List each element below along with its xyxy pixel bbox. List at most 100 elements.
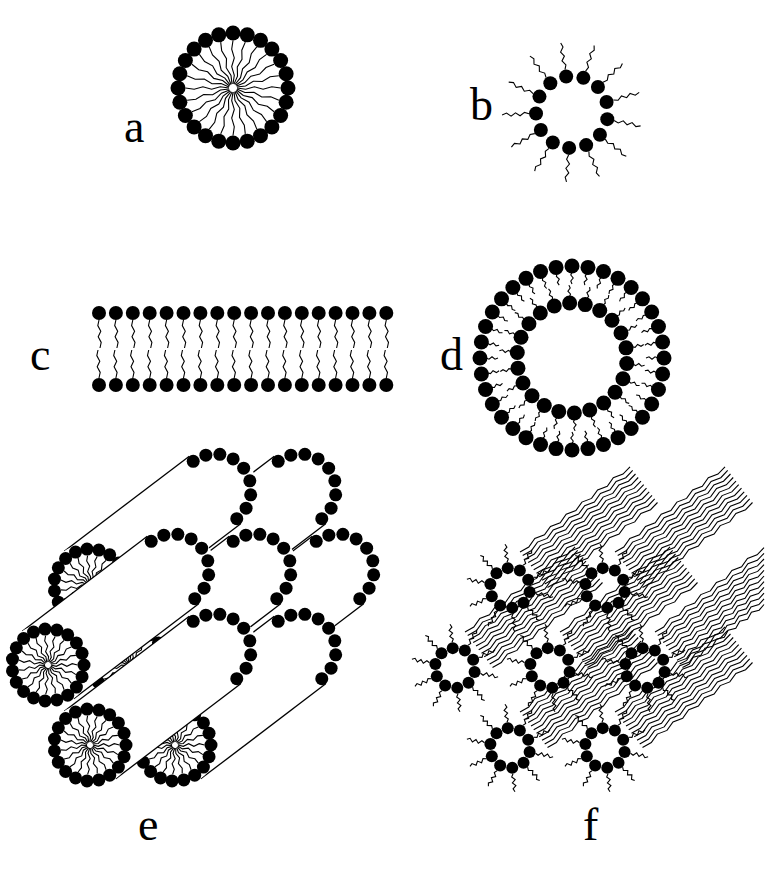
tail-line: [351, 320, 354, 348]
tail-line: [557, 431, 560, 443]
head-dot: [591, 80, 605, 94]
head-dot: [534, 679, 546, 691]
head-dot: [565, 259, 580, 274]
tail-line: [172, 748, 175, 774]
head-dot: [92, 773, 105, 786]
tail-line: [493, 583, 603, 668]
head-dot: [657, 654, 669, 666]
head-dot: [211, 134, 226, 149]
tail-line: [549, 289, 553, 300]
tail-line: [629, 406, 638, 414]
tail-line: [554, 417, 557, 429]
reverse-cylinder: [602, 548, 764, 712]
tail-line: [87, 748, 90, 774]
head-dot: [187, 615, 200, 628]
head-dot: [227, 306, 241, 320]
head-dot: [244, 378, 258, 392]
tail-line: [479, 650, 495, 658]
head-dot: [230, 512, 243, 525]
tail-line: [97, 350, 100, 378]
tail-line: [680, 599, 764, 664]
head-dot: [494, 759, 506, 771]
head-dot: [145, 535, 158, 548]
tail-line: [683, 605, 765, 668]
head-dot: [579, 738, 591, 750]
tail-line: [249, 350, 252, 378]
head-dot: [485, 397, 500, 412]
head-dot: [187, 455, 200, 468]
tail-line: [597, 428, 601, 439]
tail-line: [70, 723, 88, 743]
head-dot: [329, 378, 343, 392]
head-dot: [213, 608, 226, 621]
tail-line: [87, 556, 91, 582]
tail-line: [592, 416, 596, 427]
tail-line: [506, 303, 515, 311]
tail-line: [561, 43, 566, 70]
tail-line: [523, 710, 532, 726]
tail-line: [582, 575, 692, 660]
head-dot: [580, 260, 595, 275]
head-dot: [81, 543, 94, 556]
head-dot: [522, 734, 534, 746]
head-dot: [580, 441, 595, 456]
tail-line: [645, 342, 657, 345]
tail-line: [512, 774, 516, 792]
tail-line: [284, 320, 287, 348]
tail-line: [584, 273, 587, 285]
head-dot: [649, 645, 661, 657]
head-dot: [360, 542, 373, 555]
head-dot: [50, 693, 63, 706]
tail-line: [176, 748, 183, 774]
tail-line: [498, 315, 508, 321]
tail-line: [642, 383, 653, 387]
head-dot: [549, 260, 564, 275]
head-dot: [596, 395, 611, 410]
head-dot: [240, 27, 255, 42]
tail-line: [632, 488, 742, 573]
tail-line: [599, 704, 603, 722]
tail-line: [19, 665, 45, 670]
head-dot: [585, 727, 597, 739]
head-dot: [202, 568, 215, 581]
tail-line: [178, 735, 203, 744]
tail-line: [181, 350, 184, 378]
head-dot: [524, 658, 536, 670]
head-dot: [478, 382, 493, 397]
head-dot: [502, 562, 514, 574]
head-dot: [484, 738, 496, 750]
tail-line: [468, 630, 477, 646]
head-dot: [554, 645, 566, 657]
head-dot: [474, 366, 489, 381]
head-dot: [237, 622, 250, 635]
tail-line: [234, 92, 245, 134]
tail-line: [626, 325, 637, 330]
head-dot: [211, 27, 226, 42]
head-dot: [619, 340, 634, 355]
tail-line: [115, 320, 118, 348]
head-dot: [601, 762, 613, 774]
tail-line: [544, 624, 548, 642]
head-dot: [521, 316, 536, 331]
head-dot: [92, 378, 106, 392]
head-dot: [505, 421, 520, 436]
tail-line: [51, 666, 76, 675]
tail-line: [215, 350, 218, 378]
head-dot: [240, 662, 253, 675]
tail-line: [237, 76, 279, 87]
head-dot: [278, 306, 292, 320]
head-dot: [195, 542, 208, 555]
head-dot: [578, 297, 593, 312]
tail-line: [658, 630, 667, 646]
head-dot: [6, 664, 19, 677]
head-dot: [193, 378, 207, 392]
head-dot: [505, 280, 520, 295]
tail-line: [49, 668, 56, 694]
head-dot: [534, 123, 548, 137]
head-dot: [514, 330, 529, 345]
tail-line: [467, 738, 485, 743]
head-dot: [533, 306, 548, 321]
tail-line: [530, 56, 546, 78]
head-dot: [198, 33, 213, 48]
tail-line: [350, 350, 353, 378]
